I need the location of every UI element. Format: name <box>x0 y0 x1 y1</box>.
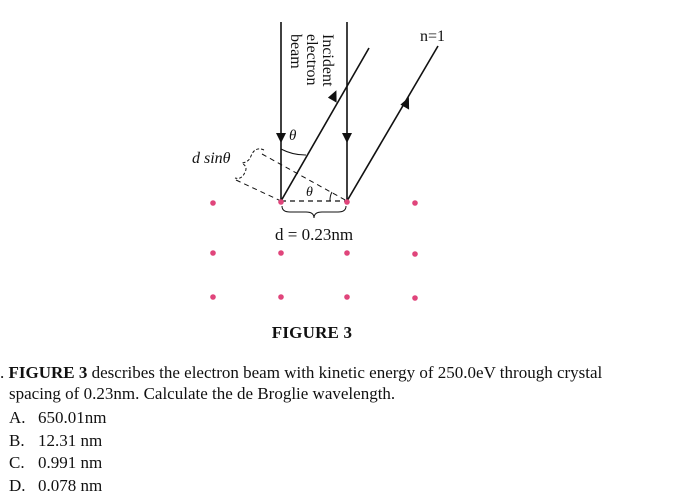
option-a[interactable]: A. 650.01nm <box>9 407 106 430</box>
incidence-angle-arc <box>280 148 307 156</box>
incident-beam-label: Incident electron beam <box>287 34 336 90</box>
question-text-part-1: describes the electron beam with kinetic… <box>87 363 603 382</box>
diffraction-diagram: Incident electron beam n=1 θ θ d sinθ d … <box>192 22 445 301</box>
lattice-atom <box>412 200 418 206</box>
question-text: . FIGURE 3 describes the electron beam w… <box>0 362 676 404</box>
option-b[interactable]: B. 12.31 nm <box>9 430 106 453</box>
lattice-atom <box>210 294 216 300</box>
lattice-atom <box>344 250 350 256</box>
beam-label-line-2: electron <box>303 34 320 86</box>
lattice-atom <box>344 294 350 300</box>
option-letter: C. <box>9 453 25 472</box>
figure-caption: FIGURE 3 <box>271 323 353 342</box>
lattice-atom <box>412 251 418 257</box>
path-difference-label: d sinθ <box>192 150 231 167</box>
spacing-brace <box>281 205 347 219</box>
option-text: 0.991 nm <box>38 453 103 472</box>
path-difference-brace-tail <box>235 179 282 202</box>
diffracted-beam-left <box>280 47 370 202</box>
lattice-atom <box>278 250 284 256</box>
option-c[interactable]: C. 0.991 nm <box>9 452 106 475</box>
lattice-atom <box>412 295 418 301</box>
beam-label-line-1: Incident <box>319 34 336 87</box>
question-figure-reference: FIGURE 3 <box>8 363 88 382</box>
question-line-1: . FIGURE 3 describes the electron beam w… <box>0 362 676 383</box>
answer-options: A. 650.01nm B. 12.31 nm C. 0.991 nm D. 0.078… <box>9 407 106 497</box>
incidence-angle-label: θ <box>289 128 297 144</box>
path-difference-brace <box>234 148 265 179</box>
incident-arrow-right <box>342 133 352 143</box>
question-line-2: spacing of 0.23nm. Calculate the de Brog… <box>9 384 396 403</box>
lattice-atom <box>278 294 284 300</box>
option-text: 650.01nm <box>38 408 107 427</box>
incident-arrow-left <box>276 133 286 143</box>
lattice-atom <box>210 250 216 256</box>
lower-angle-arc <box>329 191 333 202</box>
option-letter: B. <box>9 430 25 450</box>
lattice-atom <box>344 199 350 205</box>
spacing-label: d = 0.23nm <box>275 225 353 244</box>
lower-angle-label: θ <box>306 185 313 200</box>
diffracted-arrow-left <box>327 90 337 103</box>
option-letter: D. <box>9 475 26 495</box>
lattice-atom <box>278 199 284 205</box>
diffracted-arrow-right <box>400 97 410 110</box>
question-number-prefix: . <box>0 363 9 382</box>
diffracted-beam-right <box>346 45 439 202</box>
crystal-lattice <box>210 199 418 301</box>
option-letter: A. <box>9 408 26 427</box>
order-label: n=1 <box>420 28 445 45</box>
option-text: 12.31 nm <box>38 430 103 450</box>
path-difference-line <box>261 153 348 202</box>
lattice-atom <box>210 200 216 206</box>
beam-label-line-3: beam <box>287 34 304 69</box>
option-text: 0.078 nm <box>38 475 103 495</box>
option-d[interactable]: D. 0.078 nm <box>9 475 106 498</box>
